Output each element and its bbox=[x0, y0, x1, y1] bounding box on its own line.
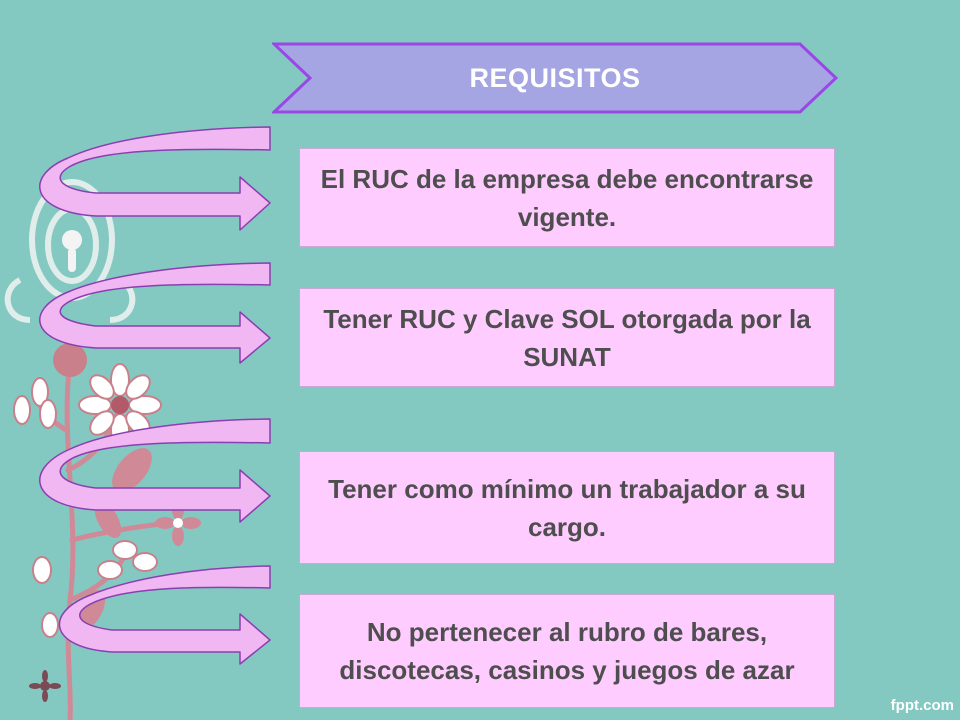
header-banner bbox=[272, 42, 838, 114]
stem-bud bbox=[53, 343, 87, 377]
small-oval-buds bbox=[32, 556, 59, 638]
left-buds bbox=[13, 377, 57, 429]
curved-arrow-1 bbox=[39, 126, 271, 231]
page-title: REQUISITOS bbox=[469, 62, 641, 93]
watermark: fppt.com bbox=[890, 697, 954, 714]
tiny-star-flower bbox=[29, 670, 61, 702]
requirement-box-3: Tener como mínimo un trabajador a su car… bbox=[299, 451, 835, 564]
small-white-flower bbox=[62, 230, 82, 272]
curved-arrow-3 bbox=[39, 418, 271, 523]
right-daisy bbox=[78, 363, 162, 447]
requirement-box-2: Tener RUC y Clave SOL otorgada por la SU… bbox=[299, 288, 835, 387]
curved-arrow-4 bbox=[58, 565, 271, 665]
lower-white-flower bbox=[97, 540, 158, 580]
requirement-box-4: No pertenecer al rubro de bares, discote… bbox=[299, 594, 835, 708]
requirement-box-1: El RUC de la empresa debe encontrarse vi… bbox=[299, 148, 835, 247]
curved-arrow-2 bbox=[39, 262, 271, 364]
